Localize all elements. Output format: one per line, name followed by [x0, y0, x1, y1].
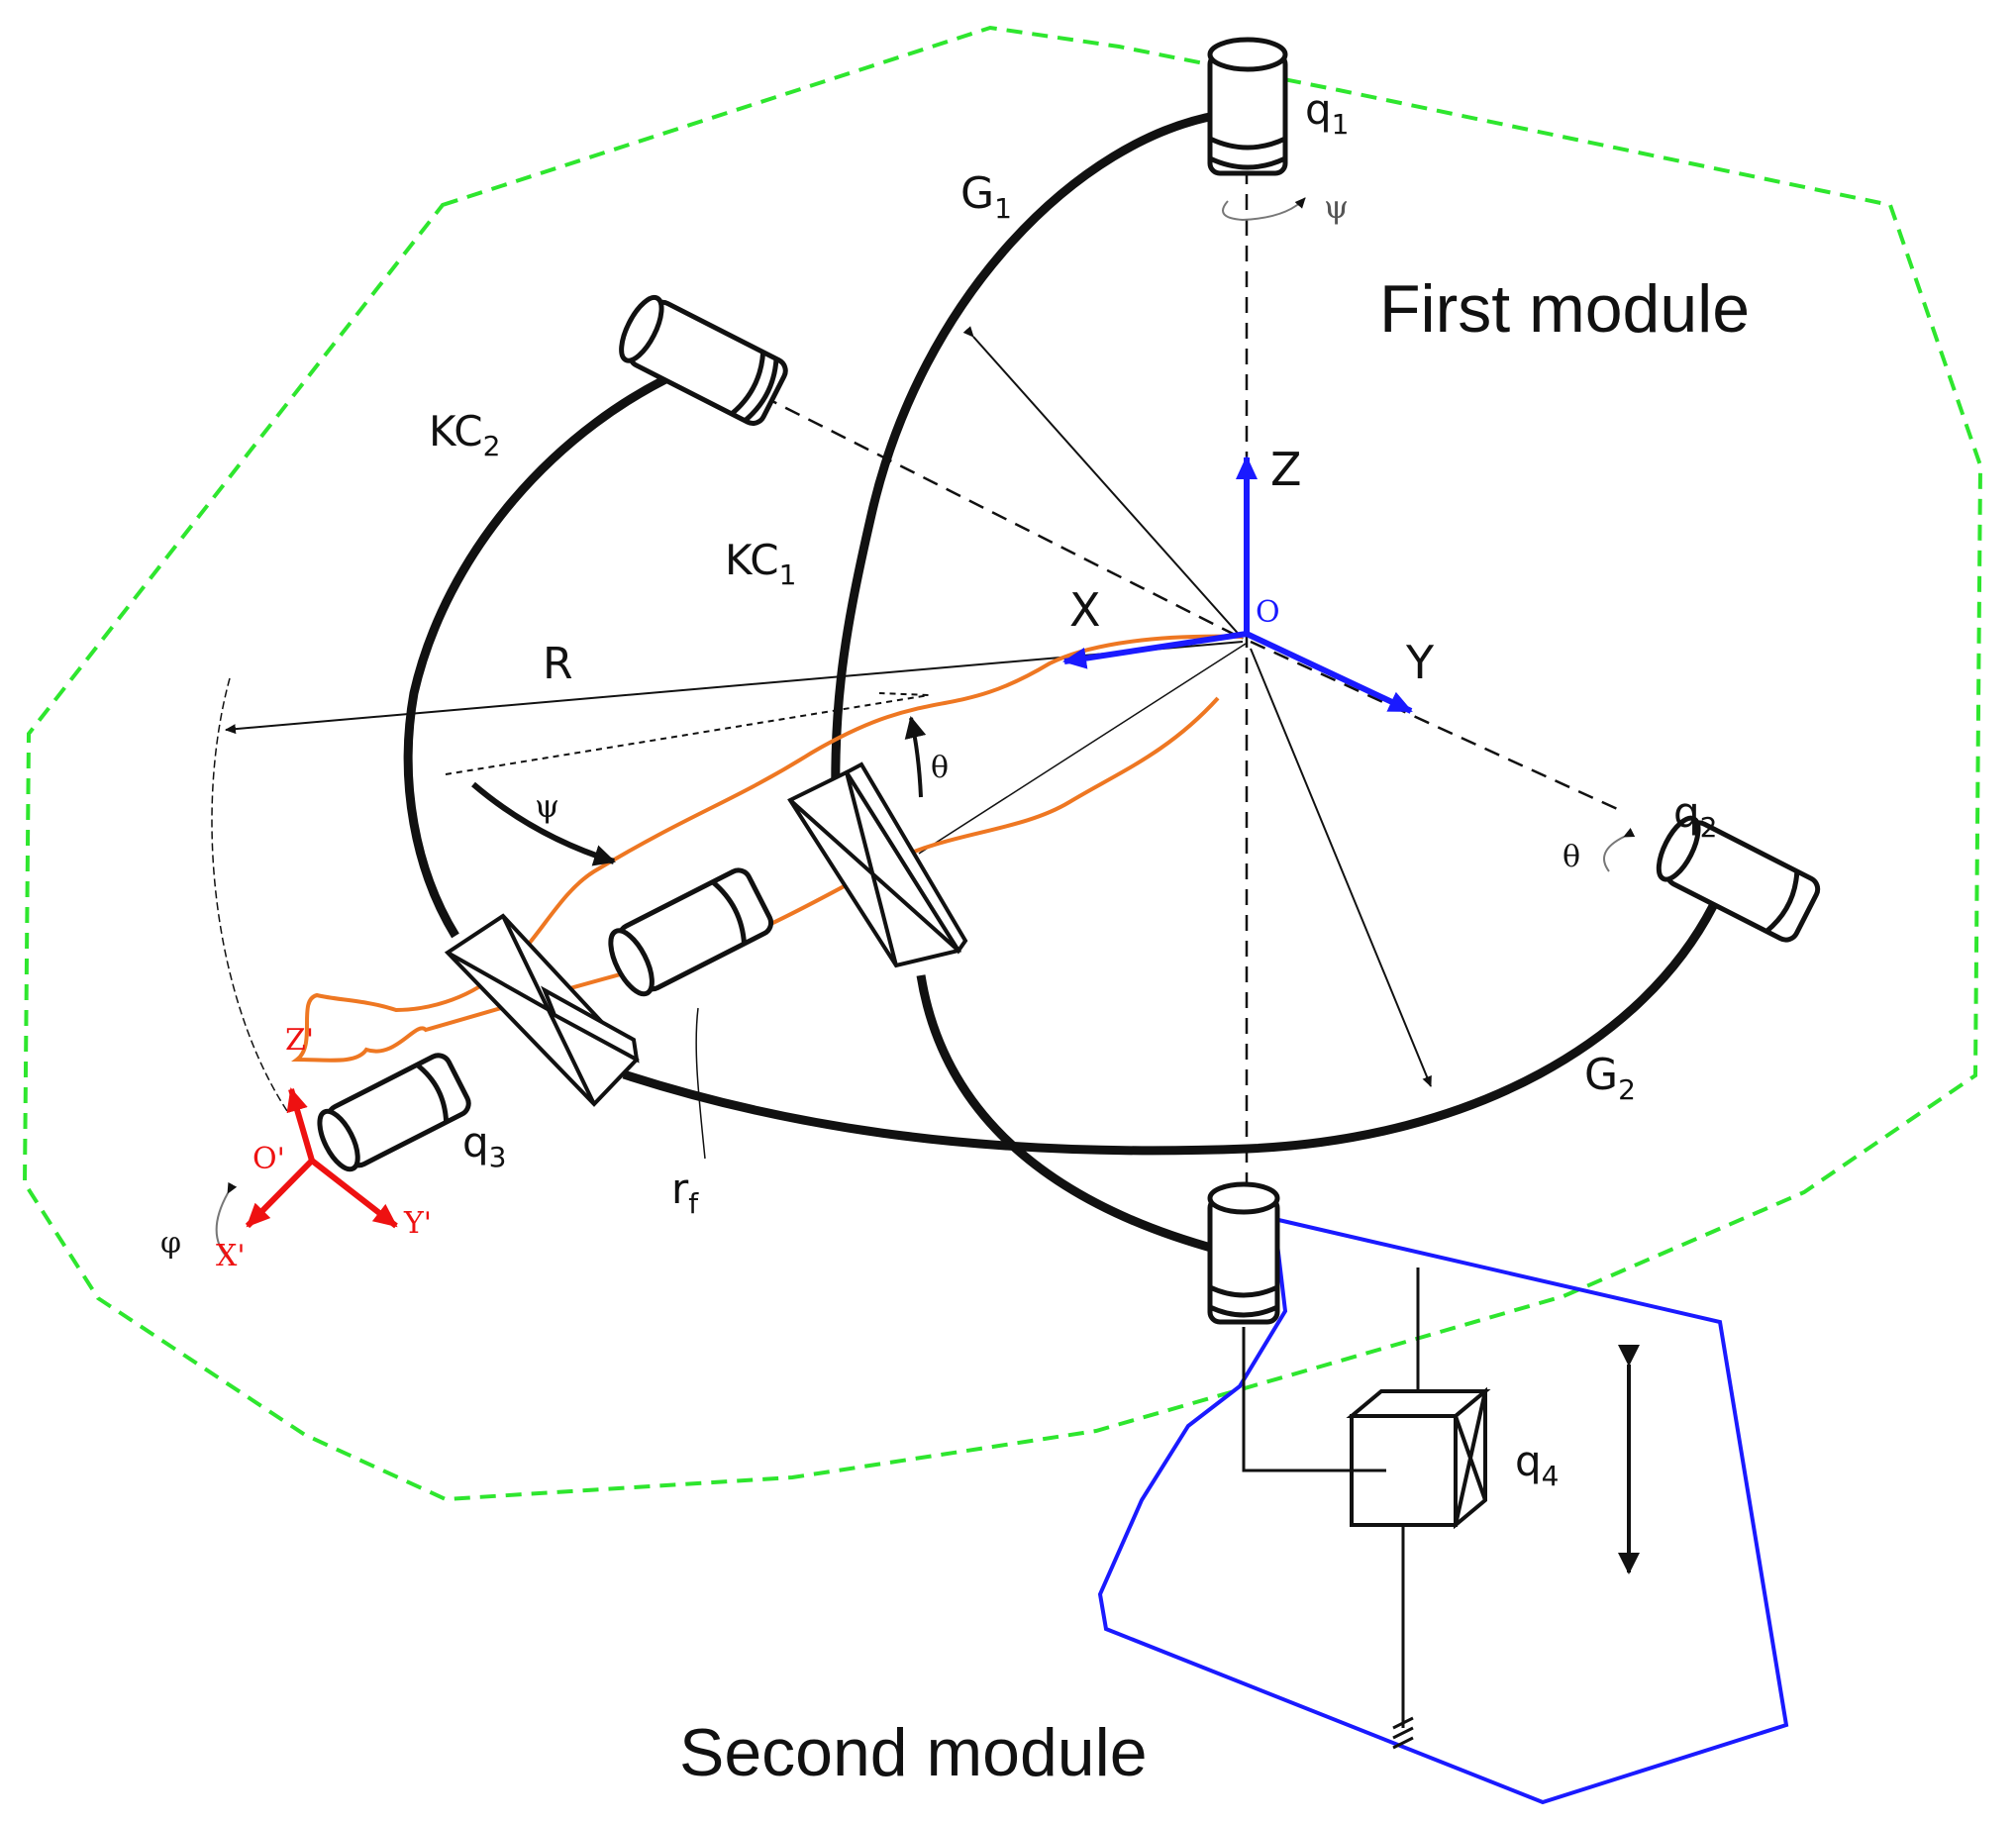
joint-q3-cylinder [317, 1053, 471, 1172]
q4-link [1242, 1327, 1386, 1472]
second-module-label: Second module [679, 1715, 1148, 1790]
q4-label: q4 [1515, 1437, 1560, 1492]
ground-symbol [1392, 1716, 1414, 1750]
kc2-label: KC2 [429, 407, 500, 462]
joint-middle-cylinder [608, 867, 774, 997]
joint-q2-cylinder [1656, 815, 1821, 943]
axis-y [1245, 631, 1413, 714]
axis-x [1062, 631, 1248, 669]
r-arc-guide [211, 677, 290, 1115]
axis-tool-x [245, 1158, 315, 1229]
joint-kc2-cylinder [619, 294, 788, 426]
joint-q1-cylinder [1207, 37, 1288, 176]
tool-y-label: Y' [403, 1206, 432, 1241]
kc2-axis-dashed [761, 394, 1244, 641]
q2-axis-dashed [1250, 640, 1625, 814]
axis-tool-z [286, 1087, 315, 1162]
q3-label: q3 [462, 1118, 507, 1173]
radius-line-rf [918, 643, 1247, 855]
block-center-hinge [787, 761, 968, 968]
g1-arc-lower [916, 974, 1220, 1255]
first-module-outline [22, 25, 1983, 1502]
radius-line-g1 [962, 326, 1244, 640]
tool-origin-label: O' [252, 1142, 285, 1176]
theta-label-right: θ [1562, 840, 1580, 874]
q1-label: q1 [1305, 85, 1350, 141]
psi-label-left: ψ [535, 787, 559, 825]
theta-rotation-arrow-right [1603, 828, 1636, 872]
block-q4-prismatic [1346, 1386, 1491, 1530]
radius-line-g2 [1250, 648, 1432, 1087]
first-module-label: First module [1379, 271, 1750, 347]
r-label: R [543, 639, 573, 689]
phi-label: φ [160, 1226, 181, 1261]
psi-label-top: ψ [1324, 188, 1349, 226]
axis-y-label: Y [1405, 636, 1435, 689]
kc1-label: KC1 [725, 536, 796, 591]
theta-label-center: θ [931, 751, 949, 785]
rf-leader [695, 1007, 706, 1160]
axis-x-label: X [1069, 583, 1101, 637]
axis-tool-y [310, 1158, 398, 1229]
axis-z-label: Z [1270, 443, 1302, 496]
g1-label: G1 [960, 168, 1012, 225]
g2-label: G2 [1584, 1050, 1636, 1106]
psi-rotation-arrow-top [1222, 197, 1306, 222]
gripper-outline [291, 634, 1244, 1063]
joint-q1-lower-cylinder [1207, 1181, 1280, 1325]
psi-rotation-arrow-left [471, 781, 616, 866]
theta-rotation-arrow-center [904, 716, 927, 798]
block-left-hinge [444, 913, 640, 1107]
g2-arc [622, 903, 1717, 1156]
tool-z-label: Z' [285, 1023, 314, 1058]
kc2-arc [403, 361, 695, 939]
second-module-outline [1097, 1216, 1789, 1805]
rf-label: rf [671, 1165, 699, 1220]
phi-rotation-arrow [215, 1181, 238, 1264]
tool-x-label: X' [216, 1239, 246, 1273]
q2-label: q2 [1673, 788, 1718, 844]
g1-arc [831, 110, 1221, 843]
origin-label: O [1256, 595, 1280, 630]
